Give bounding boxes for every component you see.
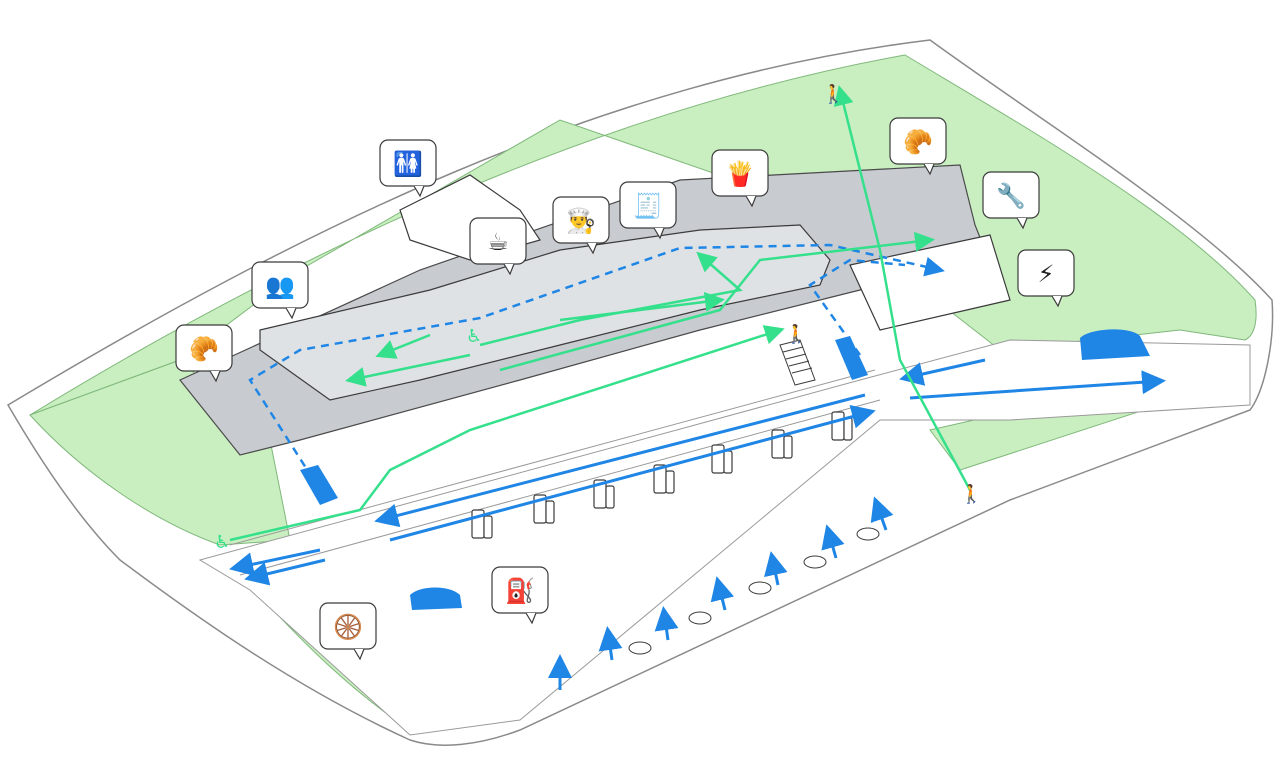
stairs [779, 339, 816, 386]
parking-marker [803, 555, 827, 569]
svg-text:🛞: 🛞 [333, 613, 363, 641]
svg-text:🥐: 🥐 [903, 128, 933, 156]
coffee-icon: ☕ [469, 217, 527, 276]
service-callouts: 🚻 👥 🥐 ☕ 👨‍🍳 🧾 🍟 🥐 🔧 ⚡ ⛽ 🛞 [175, 117, 1075, 661]
svg-text:🚶: 🚶 [785, 323, 807, 345]
svg-text:🚶: 🚶 [822, 83, 844, 105]
parking-marker [856, 527, 880, 541]
pedestrian-routes [229, 85, 972, 542]
ev-charger-icon: ⚡ [1017, 249, 1075, 308]
tire-air-icon: 🛞 [319, 602, 377, 661]
traffic-arrows [229, 358, 1166, 690]
car-service-icon: 🔧 [982, 171, 1040, 230]
svg-text:⛽: ⛽ [505, 577, 535, 605]
meeting-icon: 👥 [251, 261, 309, 320]
main-road [198, 339, 1251, 736]
svg-text:🚶: 🚶 [960, 483, 982, 505]
svg-text:🥐: 🥐 [189, 335, 219, 363]
bakery-icon: 🥐 [175, 324, 233, 383]
svg-text:🍟: 🍟 [725, 160, 755, 188]
vehicle-route [248, 243, 945, 491]
svg-text:⚡: ⚡ [1038, 260, 1055, 288]
svg-text:🚻: 🚻 [393, 150, 423, 178]
svg-text:👥: 👥 [265, 272, 295, 300]
parking-marker [748, 581, 772, 595]
parking-marker [628, 641, 652, 655]
svg-text:☕: ☕ [487, 228, 509, 256]
parking-circles [628, 527, 880, 655]
pedestrian-figures: 🚶 🚶 🚶 ♿ ♿ [214, 83, 982, 553]
toilets-icon: 🚻 [379, 139, 437, 198]
parking-marker [688, 611, 712, 625]
svg-text:♿: ♿ [466, 326, 482, 347]
car-icons [300, 329, 1150, 610]
croissant-icon: 🥐 [889, 117, 947, 176]
fuel-pump [593, 479, 615, 509]
fast-food-icon: 🍟 [711, 149, 769, 208]
svg-text:🔧: 🔧 [996, 181, 1026, 210]
chef-icon: 👨‍🍳 [552, 196, 610, 255]
fuel-pump-icon: ⛽ [491, 566, 549, 625]
fuel-pump [653, 464, 675, 494]
vehicle-route-2 [808, 258, 906, 356]
road-edge-2 [239, 399, 881, 576]
grass-north [29, 54, 1257, 416]
upper-deck [259, 224, 831, 401]
svg-text:♿: ♿ [214, 532, 230, 553]
svg-text:🧾: 🧾 [633, 192, 663, 220]
cash-register-icon: 🧾 [619, 181, 677, 240]
svg-text:👨‍🍳: 👨‍🍳 [566, 207, 596, 235]
